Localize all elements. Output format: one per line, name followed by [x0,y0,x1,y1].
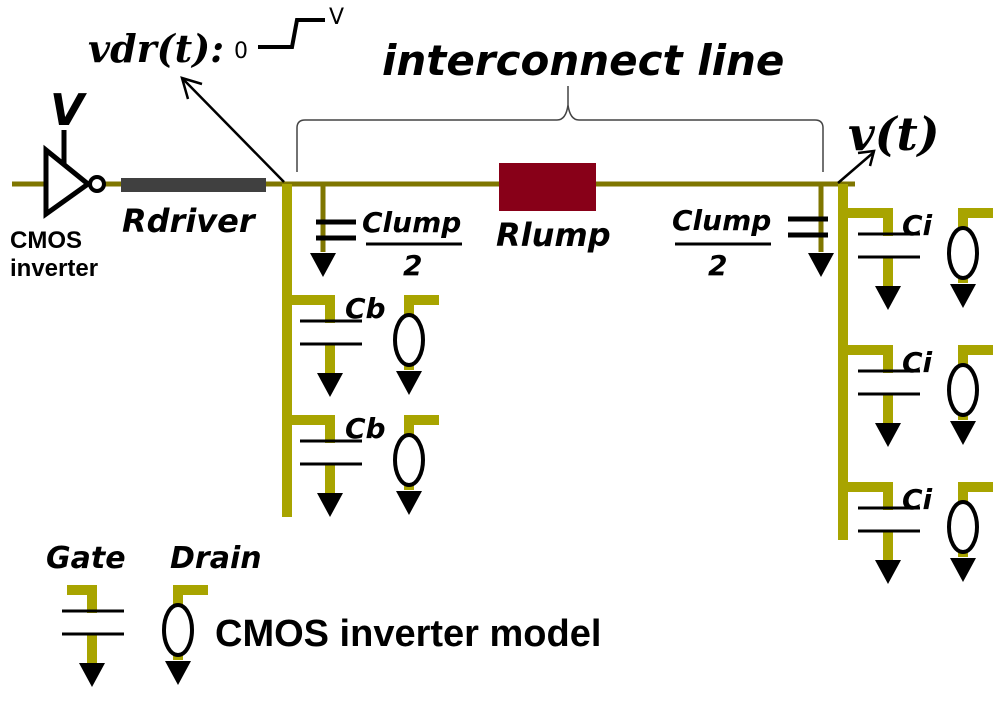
vdr-label: vdr(t): [88,26,224,71]
step-high-label: V [329,5,344,30]
legend-caption: CMOS inverter model [215,613,601,655]
clump-right-denominator: 2 [708,249,727,282]
ground-arrow-icon [317,493,343,517]
legend-gate-capacitor-icon [57,585,127,687]
rdriver-label: Rdriver [122,202,257,240]
ground-arrow-icon [79,663,105,687]
ci-label: Ci [902,209,933,242]
ground-arrow-icon [875,286,901,310]
legend-drain-label: Drain [170,541,262,576]
clump-right-capacitor [788,184,834,277]
ground-arrow-icon [396,491,422,515]
interconnect-label: interconnect line [382,36,784,85]
ground-arrow-icon [396,371,422,395]
ci-label: Ci [902,346,933,379]
clump-right-numerator: Clump [672,204,771,237]
clump-left-numerator: Clump [362,206,461,239]
cb-load: Cb [287,412,439,517]
clump-left-denominator: 2 [403,249,422,282]
rlump-resistor [499,163,596,211]
ground-arrow-icon [317,373,343,397]
ground-arrow-icon [165,661,191,685]
interconnect-brace [296,86,824,172]
ground-arrow-icon [310,253,336,277]
inverter-label-line2: inverter [10,255,98,282]
legend-drain-ellipse-icon [162,585,208,685]
inverter-label-line1: CMOS [10,227,82,254]
ci-load: Ci [843,345,993,447]
vdr-arrow [180,76,285,183]
vout-arrow [837,149,876,184]
ci-load: Ci [843,482,993,584]
ci-label: Ci [902,483,933,516]
cb-label: Cb [345,412,386,445]
ground-arrow-icon [950,558,976,582]
rlump-label: Rlump [496,216,611,254]
cb-load: Cb [287,292,439,397]
ground-arrow-icon [875,560,901,584]
cb-label: Cb [345,292,386,325]
step-waveform-icon [258,18,325,49]
step-low-label: 0 [234,39,248,64]
supply-label: V [50,85,87,136]
clump-left-capacitor [310,184,356,277]
ground-arrow-icon [875,423,901,447]
ground-arrow-icon [808,253,834,277]
inverter-icon [43,130,106,219]
ground-arrow-icon [950,421,976,445]
legend: Gate Drain CMOS inverter model [46,541,601,687]
rdriver-resistor [121,178,266,192]
ci-load: Ci [843,208,993,310]
legend-gate-label: Gate [46,541,126,576]
ground-arrow-icon [950,284,976,308]
